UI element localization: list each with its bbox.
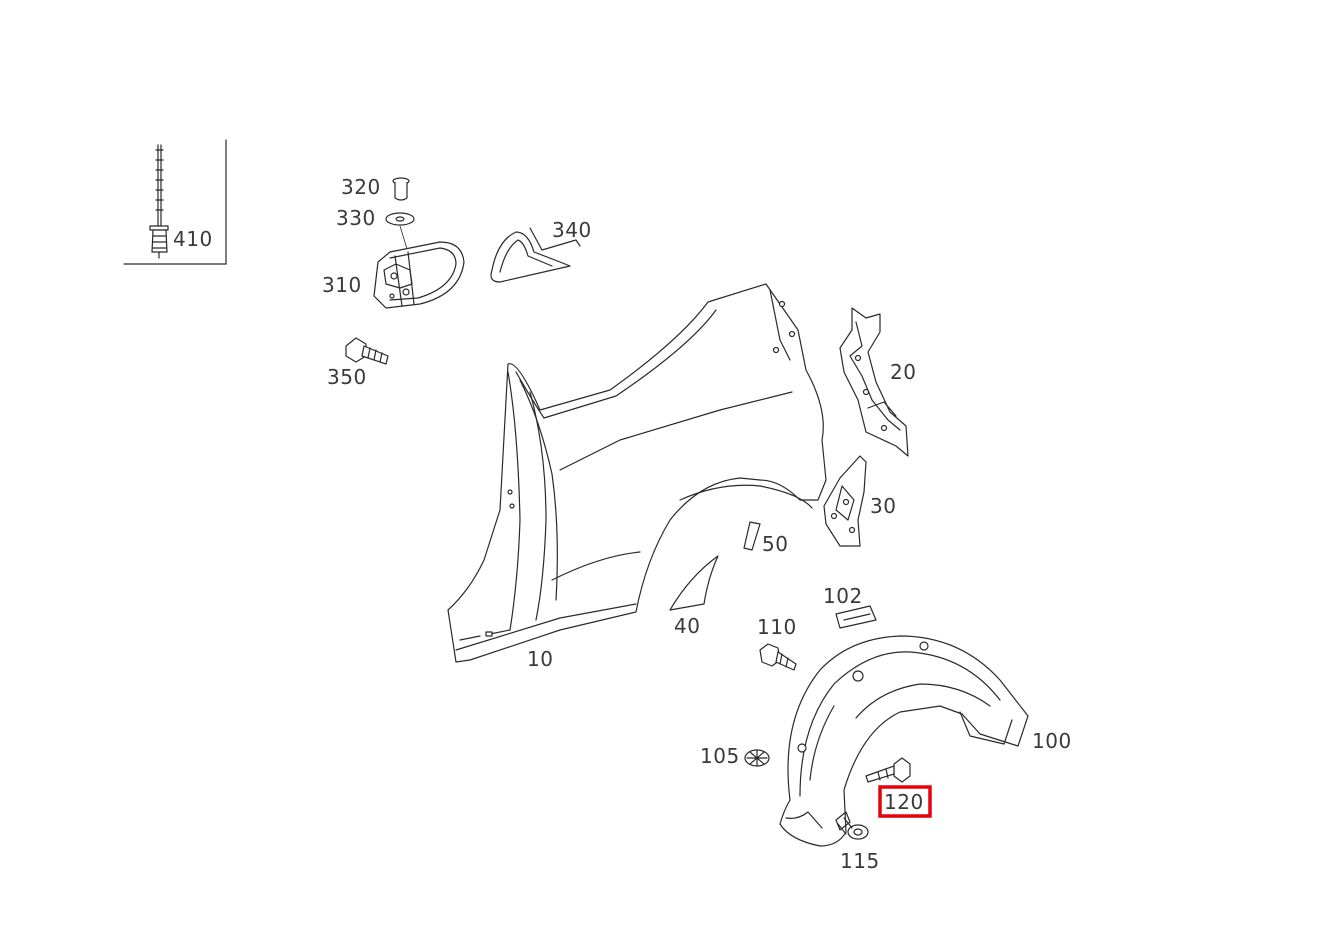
- part-350-bolt[interactable]: [345, 337, 389, 365]
- part-410-rivet[interactable]: [149, 144, 169, 259]
- callout-10[interactable]: 10: [527, 647, 553, 671]
- callout-120[interactable]: 120: [884, 790, 924, 814]
- highlight-box-120: [878, 785, 932, 818]
- part-30-reinforcement[interactable]: [823, 455, 867, 547]
- part-50-strip[interactable]: [743, 521, 761, 551]
- callout-105[interactable]: 105: [700, 744, 740, 768]
- callout-410[interactable]: 410: [173, 227, 213, 251]
- part-102-pad[interactable]: [835, 605, 877, 629]
- callout-350[interactable]: 350: [327, 365, 367, 389]
- part-105-clip[interactable]: [744, 749, 770, 767]
- callout-30[interactable]: 30: [870, 494, 896, 518]
- callout-50[interactable]: 50: [762, 532, 788, 556]
- callout-320[interactable]: 320: [341, 175, 381, 199]
- callout-115[interactable]: 115: [840, 849, 880, 873]
- part-115-fastener[interactable]: [835, 811, 869, 840]
- part-20-inner-bracket[interactable]: [839, 307, 909, 457]
- part-310-fuel-flap[interactable]: [373, 241, 465, 309]
- callout-340[interactable]: 340: [552, 218, 592, 242]
- callout-110[interactable]: 110: [757, 615, 797, 639]
- part-320-grommet[interactable]: [392, 177, 410, 201]
- callout-20[interactable]: 20: [890, 360, 916, 384]
- inset-frame-410: [123, 139, 227, 265]
- callout-310[interactable]: 310: [322, 273, 362, 297]
- part-110-screw[interactable]: [759, 643, 797, 671]
- callout-330[interactable]: 330: [336, 206, 376, 230]
- part-40-wheel-trim[interactable]: [669, 555, 719, 611]
- callout-102[interactable]: 102: [823, 584, 863, 608]
- part-330-washer[interactable]: [385, 212, 415, 253]
- part-340-bracket[interactable]: [490, 227, 581, 283]
- part-10-side-panel[interactable]: [447, 283, 827, 663]
- part-100-wheel-liner[interactable]: [779, 635, 1029, 847]
- callout-100[interactable]: 100: [1032, 729, 1072, 753]
- part-120-screw[interactable]: [865, 757, 911, 783]
- callout-40[interactable]: 40: [674, 614, 700, 638]
